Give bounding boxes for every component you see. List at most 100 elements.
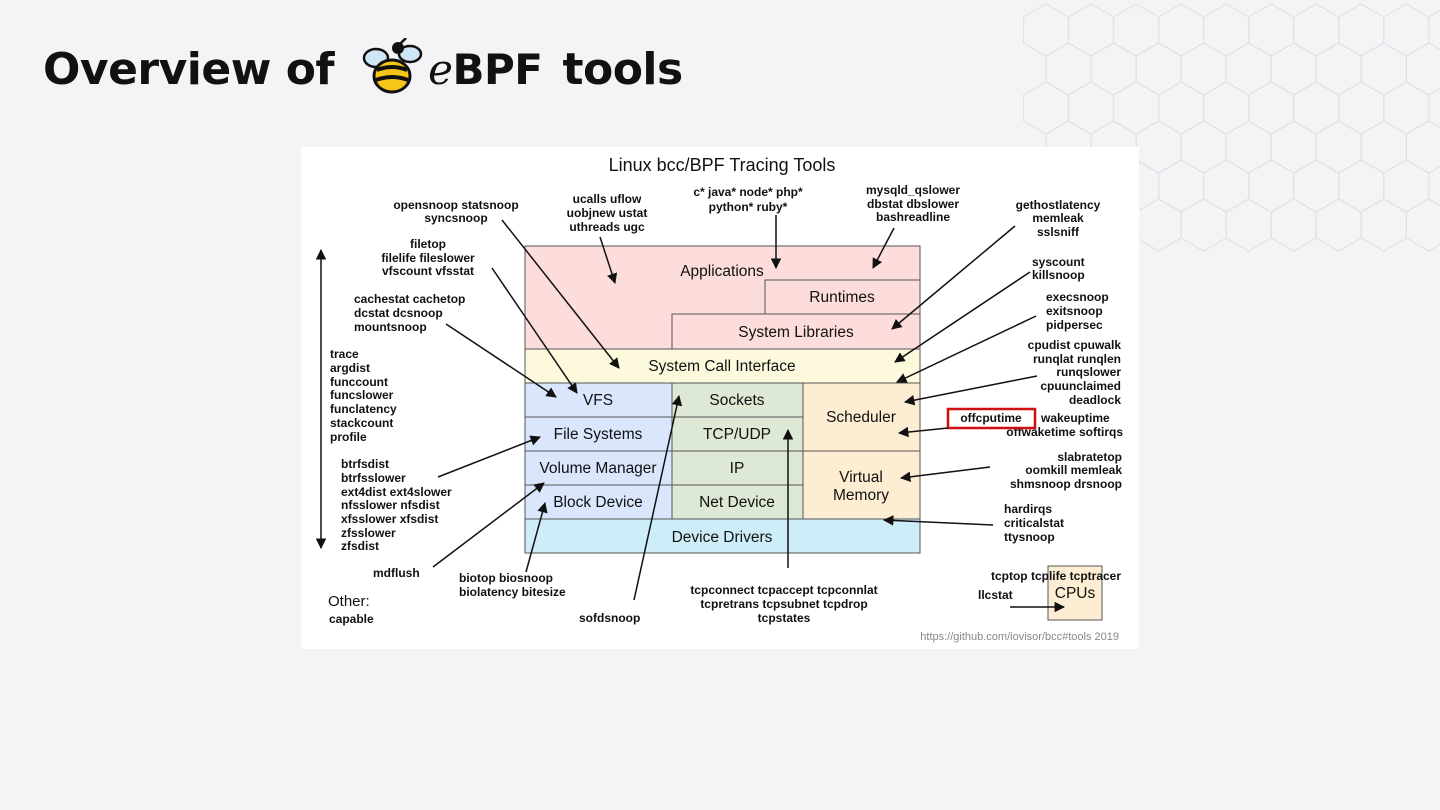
hexagon bbox=[1360, 198, 1407, 252]
volume-manager-block bbox=[524, 450, 673, 486]
tool-line: gethostlatency bbox=[1016, 198, 1101, 212]
arrow bbox=[437, 435, 541, 478]
tool-line: hardirqs bbox=[1004, 502, 1052, 516]
tool-line: tcpretrans tcpsubnet tcpdrop bbox=[700, 597, 867, 611]
syscall-label: System Call Interface bbox=[648, 358, 795, 375]
syscall-block bbox=[524, 348, 921, 384]
ebpf-logo: eBPF bbox=[362, 38, 543, 100]
volume-manager-label: Volume Manager bbox=[539, 460, 656, 477]
sockets-label: Sockets bbox=[709, 392, 764, 409]
hexagon bbox=[1112, 3, 1160, 57]
arrow bbox=[903, 375, 1038, 406]
tool-line: funcslower bbox=[330, 388, 394, 402]
hexagon bbox=[1202, 3, 1250, 57]
diagram-canvas: Linux bcc/BPF Tracing Tools Applications… bbox=[315, 155, 1123, 643]
vfs-label: VFS bbox=[583, 392, 613, 409]
tool-line: zfsdist bbox=[341, 539, 379, 553]
tool-line: zfsslower bbox=[341, 526, 396, 540]
net-device-label: Net Device bbox=[699, 494, 775, 511]
bee-icon bbox=[362, 38, 423, 94]
tool-line: syscount bbox=[1032, 255, 1085, 269]
arrow bbox=[899, 466, 991, 483]
arrow bbox=[525, 501, 548, 573]
hexagon bbox=[1270, 120, 1317, 174]
tool-line: stackcount bbox=[330, 416, 393, 430]
arrow bbox=[882, 515, 994, 526]
hexagon bbox=[1225, 42, 1272, 96]
tool-line: runqlat runqlen bbox=[1033, 352, 1121, 366]
other-label: Other: bbox=[328, 593, 370, 610]
applications-label: Applications bbox=[680, 263, 764, 280]
tool-line: killsnoop bbox=[1032, 268, 1085, 282]
tool-line: profile bbox=[330, 430, 367, 444]
arrow bbox=[445, 323, 557, 398]
tool-line: biolatency bitesize bbox=[459, 585, 566, 599]
tool-line: ucalls uflow bbox=[573, 192, 642, 206]
tool-line: sslsniff bbox=[1037, 225, 1080, 239]
ip-label: IP bbox=[730, 460, 745, 477]
tool-line: uthreads ugc bbox=[569, 220, 645, 234]
tool-line: bashreadline bbox=[876, 210, 950, 224]
diagram-title: Linux bcc/BPF Tracing Tools bbox=[609, 155, 836, 175]
hexagon bbox=[1338, 3, 1385, 57]
title-suffix: tools bbox=[562, 43, 683, 95]
tool-line: uobjnew ustat bbox=[567, 206, 648, 220]
tool-line: filelife fileslower bbox=[381, 251, 475, 265]
cpus-label: CPUs bbox=[1055, 585, 1096, 602]
device-drivers-block bbox=[524, 518, 921, 554]
hexagon bbox=[1315, 198, 1362, 252]
arrow bbox=[501, 219, 620, 369]
arrow bbox=[633, 394, 683, 601]
memory-label: Memory bbox=[833, 487, 889, 504]
logo-wordmark: eBPF bbox=[428, 44, 543, 94]
tool-line: btrfsdist bbox=[341, 457, 389, 471]
tool-line: tcpstates bbox=[758, 611, 811, 625]
title-prefix: Overview of bbox=[43, 43, 335, 95]
hexagon bbox=[1180, 198, 1227, 252]
hexagon bbox=[1360, 42, 1407, 96]
tool-line: llcstat bbox=[978, 588, 1013, 602]
scheduler-label: Scheduler bbox=[826, 409, 896, 426]
ip-block bbox=[671, 450, 804, 486]
hexagon bbox=[1180, 120, 1227, 174]
tool-line: biotop biosnoop bbox=[459, 571, 553, 585]
hexagon bbox=[1022, 81, 1070, 135]
tool-line: sofdsnoop bbox=[579, 611, 640, 625]
hexagon bbox=[1405, 42, 1440, 96]
tool-line: exitsnoop bbox=[1046, 304, 1103, 318]
arrow bbox=[891, 225, 1016, 330]
tool-line: criticalstat bbox=[1004, 516, 1064, 530]
tool-line: btrfsslower bbox=[341, 471, 406, 485]
tool-line: slabratetop bbox=[1057, 450, 1122, 464]
tool-line: wakeuptime bbox=[1040, 411, 1110, 425]
offcputime-highlight-box bbox=[946, 407, 1037, 430]
tool-line: tcptop tcplife tcptracer bbox=[991, 569, 1121, 583]
arrow bbox=[872, 227, 895, 269]
arrow bbox=[599, 236, 618, 284]
hexagon bbox=[1270, 42, 1317, 96]
hexagon bbox=[1315, 42, 1362, 96]
tool-line: cpudist cpuwalk bbox=[1028, 338, 1122, 352]
source-label: https://github.com/iovisor/bcc#tools 201… bbox=[920, 631, 1119, 643]
hexagon bbox=[1247, 159, 1295, 213]
tool-line: mysqld_qslower bbox=[866, 183, 960, 197]
hexagon bbox=[1157, 81, 1205, 135]
tool-line: pidpersec bbox=[1046, 318, 1103, 332]
arrow bbox=[897, 426, 949, 438]
device-drivers-label: Device Drivers bbox=[672, 529, 773, 546]
hexagon bbox=[1225, 120, 1272, 174]
block-device-label: Block Device bbox=[553, 494, 643, 511]
slide-title: Overview of eBPF tools bbox=[43, 38, 683, 100]
hexagon bbox=[1293, 159, 1340, 213]
tool-line: dcstat dcsnoop bbox=[354, 306, 443, 320]
hexagon bbox=[1067, 3, 1115, 57]
hexagon bbox=[1338, 159, 1385, 213]
arrow bbox=[896, 315, 1037, 383]
tool-line: python* ruby* bbox=[709, 200, 788, 214]
file-systems-label: File Systems bbox=[554, 426, 643, 443]
tool-line: argdist bbox=[330, 361, 370, 375]
hexagon bbox=[1247, 81, 1295, 135]
tool-line: tcpconnect tcpaccept tcpconnlat bbox=[690, 583, 877, 597]
tool-line: funccount bbox=[330, 375, 388, 389]
